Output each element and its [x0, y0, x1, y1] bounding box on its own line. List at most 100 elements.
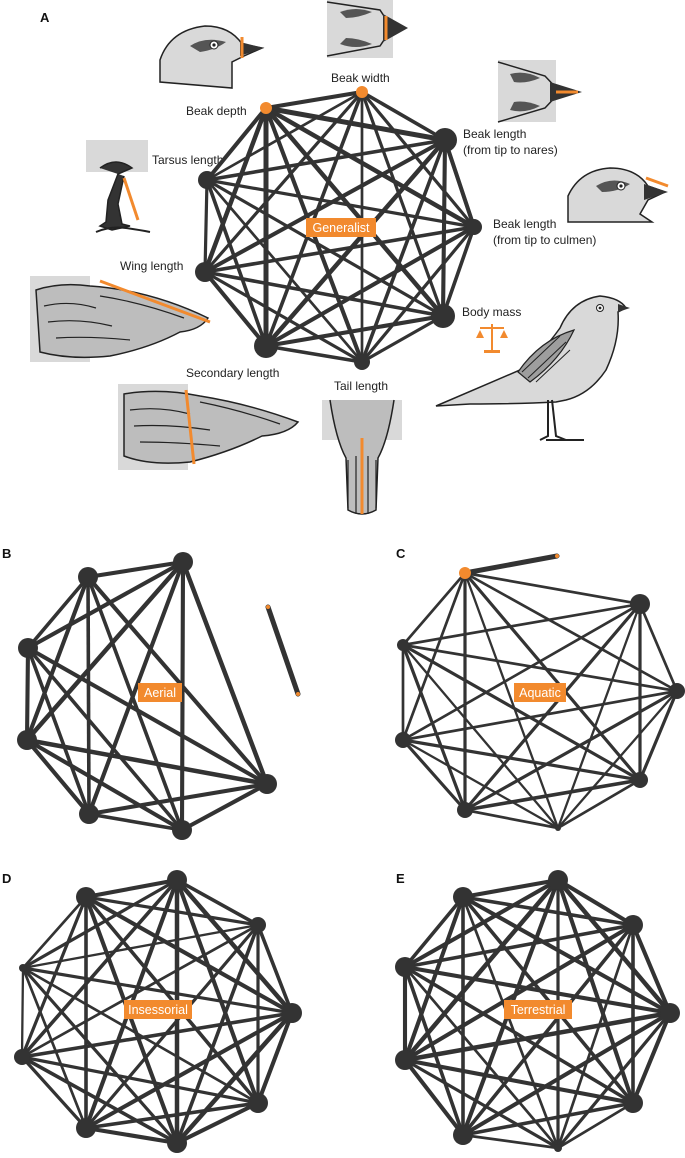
network-node — [555, 554, 559, 558]
network-node — [548, 870, 568, 890]
network-edge — [83, 877, 180, 900]
network-edge — [360, 225, 476, 364]
network-edge — [26, 646, 91, 816]
trait-label-tarsus-length: Tarsus length — [152, 153, 223, 167]
network-edge — [205, 178, 445, 318]
network-edge — [442, 137, 477, 230]
tarsus-leg-icon — [86, 140, 151, 233]
network-edge — [401, 738, 467, 812]
network-node — [296, 692, 300, 696]
network-edge — [441, 225, 476, 318]
network-terrestrial — [395, 870, 680, 1152]
network-node — [173, 552, 193, 572]
network-edge — [256, 923, 294, 1015]
network-node — [554, 1144, 562, 1152]
network-edge — [83, 894, 180, 1146]
network-edge — [174, 1010, 295, 1146]
network-edge — [401, 643, 467, 812]
network-edge — [20, 1055, 179, 1145]
network-edge — [462, 553, 560, 576]
network-node — [254, 334, 278, 358]
network-node — [397, 639, 409, 651]
network-edge — [202, 137, 448, 275]
network-edge — [204, 105, 269, 183]
network-node — [433, 128, 457, 152]
svg-text:Terrestrial: Terrestrial — [511, 1003, 566, 1017]
network-node — [453, 1125, 473, 1145]
network-edge — [86, 575, 91, 816]
network-edge — [24, 737, 270, 787]
network-edge — [21, 966, 179, 1145]
network-edge — [360, 138, 447, 364]
network-edge — [263, 105, 446, 319]
network-edge — [460, 877, 561, 900]
network-edge — [205, 178, 364, 364]
network-edge — [630, 1010, 673, 1106]
trait-label-beak-width: Beak width — [331, 71, 390, 85]
network-edge — [24, 737, 92, 817]
network-edge — [402, 922, 636, 1063]
network-edge — [24, 559, 186, 743]
network-edge — [463, 689, 679, 812]
trait-label-secondary-length: Secondary length — [186, 366, 279, 380]
network-edge — [402, 877, 561, 970]
network-edge — [205, 178, 476, 229]
network-node — [260, 102, 272, 114]
trait-label-beak-length-culmen-2: (from tip to culmen) — [493, 233, 596, 247]
network-node — [395, 957, 415, 977]
network-edge — [402, 1057, 636, 1106]
network-edge — [205, 90, 364, 182]
svg-text:Aerial: Aerial — [144, 686, 176, 700]
network-edge — [556, 778, 642, 830]
network-insessorial — [14, 870, 302, 1153]
network-edge — [556, 602, 642, 830]
network-edge — [401, 602, 642, 742]
network-edge — [205, 138, 447, 182]
panel-letter-c: C — [396, 546, 406, 561]
center-label-generalist: Generalist — [306, 218, 376, 237]
network-edge — [440, 137, 448, 319]
network-edge — [555, 877, 636, 1106]
network-edge — [463, 571, 642, 606]
network-edge — [85, 574, 270, 787]
network-edge — [174, 877, 295, 1016]
network-node — [282, 1003, 302, 1023]
network-edge — [24, 737, 185, 833]
network-edge — [86, 781, 270, 817]
network-edge — [403, 965, 635, 1105]
network-edge — [203, 90, 364, 274]
network-edge — [255, 1010, 295, 1106]
network-edge — [203, 270, 364, 364]
network-edge — [203, 178, 209, 274]
network-node — [19, 964, 27, 972]
network-node — [195, 262, 215, 282]
network-node — [356, 86, 368, 98]
network-node — [248, 1093, 268, 1113]
network-edge — [24, 574, 91, 743]
network-edge — [401, 643, 679, 693]
wing-icon — [30, 276, 211, 362]
network-edge — [263, 137, 448, 349]
network-edge — [630, 922, 673, 1016]
network-edge — [463, 778, 642, 812]
network-edge — [202, 105, 269, 275]
network-edge — [401, 643, 642, 782]
network-edge — [20, 923, 260, 1059]
network-edge — [85, 559, 186, 580]
network-edge — [402, 1010, 673, 1063]
network-edge — [263, 105, 448, 143]
balance-scale-icon — [476, 324, 508, 353]
network-node — [431, 304, 455, 328]
network-edge — [24, 645, 31, 743]
network-node — [167, 1133, 187, 1153]
network-edge — [556, 689, 679, 830]
network-node — [198, 171, 216, 189]
network-edge — [555, 877, 636, 928]
network-edge — [21, 966, 294, 1015]
network-node — [250, 917, 266, 933]
network-edge — [463, 602, 642, 812]
network-edge — [463, 808, 560, 830]
trait-label-beak-length-culmen-1: Beak length — [493, 217, 556, 231]
network-edge — [402, 894, 466, 1063]
